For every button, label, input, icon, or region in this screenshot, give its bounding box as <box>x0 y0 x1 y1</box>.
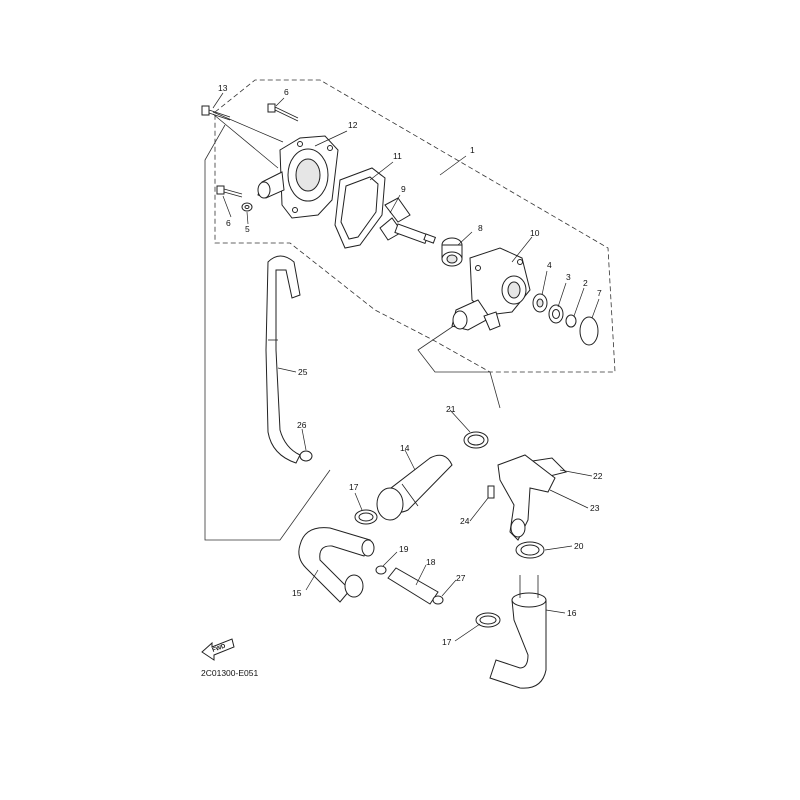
hose-group-bracket-right <box>417 324 501 409</box>
gasket-11 <box>334 167 386 249</box>
callout-8: 8 <box>478 223 483 233</box>
callout-10: 10 <box>530 228 540 238</box>
callout-4: 4 <box>547 260 552 270</box>
fwd-arrow-icon: FWD <box>201 638 235 661</box>
washer-5 <box>241 202 253 212</box>
callout-11: 11 <box>393 151 402 161</box>
callout-labels: 1 2 3 4 5 6 6 7 8 9 10 11 12 13 14 15 16… <box>218 83 603 647</box>
callout-5: 5 <box>245 224 250 234</box>
callout-7: 7 <box>597 288 602 298</box>
clamp-17-lower <box>475 612 501 628</box>
seal-8 <box>441 237 463 267</box>
pump-cover-12 <box>257 135 339 219</box>
callout-17-upper: 17 <box>349 482 359 492</box>
o-ring-7 <box>579 316 599 346</box>
callout-21: 21 <box>446 404 456 414</box>
hose-25 <box>265 255 301 464</box>
oil-seal-3 <box>548 304 564 324</box>
callout-13: 13 <box>218 83 228 93</box>
hose-15 <box>298 527 375 603</box>
circlip-2 <box>565 314 577 328</box>
callout-25: 25 <box>298 367 308 377</box>
bolt-6-upper <box>267 103 299 122</box>
clamp-26 <box>299 450 313 462</box>
bolt-13 <box>201 105 231 121</box>
callout-15: 15 <box>292 588 302 598</box>
callout-27: 27 <box>456 573 466 583</box>
bolt-24 <box>487 485 495 499</box>
drawing-code: 2C01300-E051 <box>201 668 258 678</box>
clamp-20 <box>515 541 545 559</box>
clamp-19 <box>375 565 387 575</box>
bearing-4 <box>532 293 548 313</box>
hose-group-bracket-left <box>204 124 331 541</box>
clamp-27 <box>432 595 444 605</box>
clamp-17-upper <box>354 509 378 525</box>
clamp-21 <box>463 431 489 449</box>
hose-14 <box>376 454 453 521</box>
callout-17-lower: 17 <box>442 637 452 647</box>
filler-neck-23 <box>497 454 556 541</box>
callout-14: 14 <box>400 443 410 453</box>
callout-9: 9 <box>401 184 406 194</box>
hose-18 <box>387 567 439 605</box>
impeller-9 <box>379 197 437 245</box>
leader-lines <box>212 92 600 642</box>
callout-6-lower: 6 <box>226 218 231 228</box>
pump-housing-10 <box>451 247 531 331</box>
bolt-6-lower <box>216 185 243 198</box>
fwd-label: FWD <box>212 643 228 654</box>
callout-6-upper: 6 <box>284 87 289 97</box>
callout-24: 24 <box>460 516 470 526</box>
callout-23: 23 <box>590 503 600 513</box>
callout-16: 16 <box>567 608 577 618</box>
hose-16 <box>489 575 547 689</box>
callout-18: 18 <box>426 557 436 567</box>
callout-19: 19 <box>399 544 409 554</box>
callout-22: 22 <box>593 471 603 481</box>
callout-1: 1 <box>470 145 475 155</box>
callout-2: 2 <box>583 278 588 288</box>
callout-20: 20 <box>574 541 584 551</box>
callout-3: 3 <box>566 272 571 282</box>
callout-12: 12 <box>348 120 358 130</box>
callout-26: 26 <box>297 420 307 430</box>
